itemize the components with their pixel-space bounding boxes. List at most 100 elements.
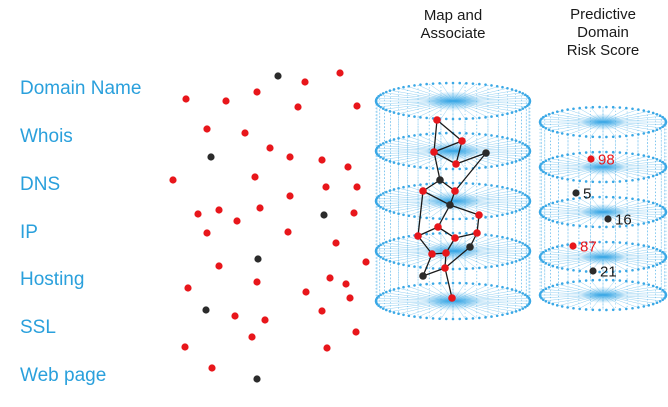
cylinder-ring-dot bbox=[625, 106, 628, 110]
cylinder-ring-dot bbox=[661, 125, 665, 129]
raw-data-dots bbox=[169, 69, 370, 383]
cylinder-ring-dot bbox=[631, 133, 634, 137]
graph-node bbox=[475, 211, 483, 219]
cylinder-ring-dot bbox=[551, 264, 555, 268]
cylinder-ring-dot bbox=[490, 84, 493, 87]
cylinder-spoke bbox=[602, 199, 639, 213]
cylinder-ring-dot bbox=[551, 302, 555, 306]
cylinder-ring-dot bbox=[506, 312, 509, 316]
cylinder-ring-dot bbox=[658, 299, 662, 303]
graph-node bbox=[482, 149, 490, 157]
cylinder-spoke bbox=[452, 183, 466, 202]
cylinder-ring-dot bbox=[490, 165, 493, 168]
graph-edge bbox=[455, 152, 487, 165]
cylinder-ring-dot bbox=[566, 133, 569, 136]
data-dot bbox=[350, 209, 358, 217]
cylinder-ring-dot bbox=[611, 195, 615, 199]
graph-edge bbox=[433, 151, 457, 165]
cylinder-ring-dot bbox=[658, 114, 662, 118]
cylinder-ring-dot bbox=[647, 266, 651, 269]
cylinder-ring-dot bbox=[425, 182, 428, 186]
cylinder-ring-dot bbox=[518, 108, 521, 112]
cylinder-spoke bbox=[452, 150, 466, 169]
cylinder-spoke bbox=[602, 294, 665, 299]
data-dot bbox=[261, 316, 269, 324]
cylinder-ring-dot bbox=[547, 263, 551, 267]
cylinder-spoke bbox=[452, 236, 499, 252]
cylinder-ring-dot bbox=[419, 83, 422, 86]
cylinder-spoke bbox=[452, 184, 489, 202]
cylinder-ring-dot bbox=[521, 207, 525, 210]
cylinder-ring-dot bbox=[521, 307, 525, 310]
cylinder-spoke bbox=[544, 206, 604, 213]
cylinder-ring-dot bbox=[598, 225, 601, 229]
cylinder-ring-dot bbox=[605, 278, 608, 282]
cylinder-ring-dot bbox=[431, 317, 435, 320]
cylinder-spoke bbox=[417, 284, 454, 302]
cylinder-ring-dot bbox=[584, 279, 588, 282]
cylinder-ring-dot bbox=[514, 139, 518, 142]
graph-edge bbox=[454, 152, 487, 192]
cylinder-ring-dot bbox=[555, 245, 559, 248]
cylinder-spoke bbox=[452, 190, 516, 202]
cylinder-ring-dot bbox=[431, 282, 435, 285]
cylinder-ring-dot bbox=[377, 195, 380, 198]
cylinder-ring-dot bbox=[381, 142, 385, 145]
cylinder-ring-dot bbox=[501, 113, 504, 117]
cylinder-ring-dot bbox=[584, 151, 588, 154]
cylinder-ring-dot bbox=[495, 234, 499, 238]
cylinder-spoke bbox=[452, 92, 522, 102]
cylinder-ring-dot bbox=[637, 268, 640, 271]
cylinder-spoke bbox=[602, 211, 656, 221]
cylinder-spoke bbox=[541, 211, 604, 216]
cylinder-ring-dot bbox=[484, 233, 487, 236]
cylinder-spoke bbox=[452, 86, 499, 102]
cylinder-spoke bbox=[541, 118, 604, 123]
cylinder-ring-dot bbox=[664, 209, 667, 212]
header-score-line1: Predictive bbox=[570, 6, 636, 23]
cylinder-ring-dot bbox=[651, 111, 655, 115]
cylinder-spoke bbox=[550, 121, 604, 131]
cylinder-ring-dot bbox=[611, 225, 615, 229]
cylinder-ring-dot bbox=[392, 161, 396, 164]
cylinder-ring-dot bbox=[547, 112, 551, 116]
cylinder-spoke bbox=[550, 256, 604, 266]
cylinder-ring-dot bbox=[655, 301, 659, 305]
label-ssl: SSL bbox=[20, 317, 56, 338]
cylinder-spoke bbox=[452, 100, 516, 112]
graph-node bbox=[466, 243, 474, 251]
cylinder-spoke bbox=[452, 233, 477, 252]
cylinder-ring-dot bbox=[518, 190, 521, 194]
cylinder-spoke bbox=[376, 247, 454, 252]
cylinder-ring-dot bbox=[642, 282, 646, 285]
cylinder-ring-dot bbox=[506, 262, 509, 266]
cylinder-spoke bbox=[379, 95, 454, 102]
cylinder-ring-dot bbox=[392, 238, 396, 241]
cylinder-ring-dot bbox=[637, 223, 640, 226]
cylinder-ring-dot bbox=[655, 247, 659, 251]
cylinder-ring-dot bbox=[465, 167, 468, 171]
cylinder-spoke bbox=[376, 300, 454, 305]
cylinder-ring-dot bbox=[631, 107, 634, 111]
data-dot bbox=[231, 312, 239, 320]
cylinder-spoke bbox=[376, 97, 454, 102]
cylinder-ring-dot bbox=[478, 182, 481, 186]
cylinder-ring-dot bbox=[471, 282, 475, 285]
cylinder-ring-dot bbox=[478, 116, 481, 120]
cylinder-spoke bbox=[590, 211, 604, 227]
cylinder-spoke bbox=[440, 233, 454, 252]
cylinder-ring-dot bbox=[560, 244, 564, 247]
cylinder-ring-dot bbox=[438, 131, 441, 135]
cylinder-ring-dot bbox=[540, 207, 543, 211]
cylinder-spoke bbox=[602, 166, 628, 182]
data-dot bbox=[248, 333, 256, 341]
cylinder-ring-dot bbox=[637, 178, 640, 181]
cylinder-ring-dot bbox=[521, 107, 525, 110]
cylinder-spoke bbox=[602, 166, 656, 176]
cylinder-ring-dot bbox=[661, 115, 665, 119]
cylinder-spoke bbox=[452, 100, 522, 110]
cylinder-ring-dot bbox=[506, 236, 509, 240]
cylinder-spoke bbox=[452, 100, 527, 107]
cylinder-ring-dot bbox=[647, 110, 651, 113]
